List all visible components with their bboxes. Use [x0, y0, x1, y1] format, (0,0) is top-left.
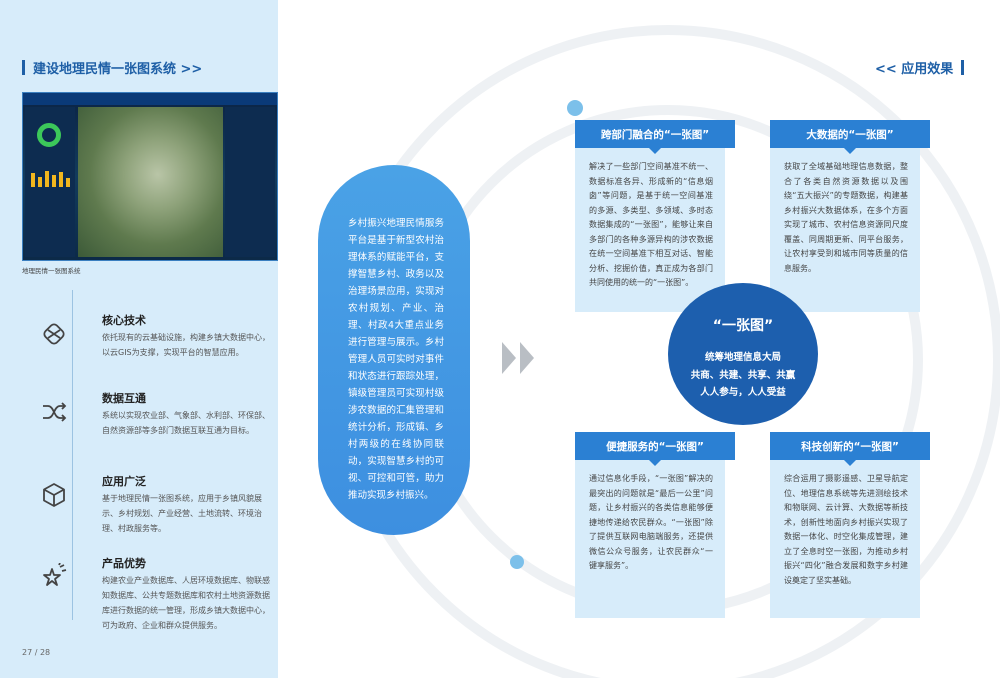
feature-title: 核心技术 — [102, 314, 146, 327]
decor-dot — [510, 555, 524, 569]
double-arrow-icon — [502, 342, 534, 374]
page-number: 27 / 28 — [22, 648, 51, 657]
left-section-title: 建设地理民情一张图系统 >> — [22, 58, 202, 77]
decor-dot — [567, 100, 583, 116]
right-title-text: << 应用效果 — [875, 62, 954, 77]
right-section-title: << 应用效果 — [875, 58, 965, 77]
card-title: 便捷服务的“一张图” — [575, 432, 735, 460]
center-title: “一张图” — [712, 318, 774, 334]
intro-text: 乡村振兴地理民情服务平台是基于新型农村治理体系的赋能平台，支撑智慧乡村、政务以及… — [348, 218, 444, 501]
card-title: 大数据的“一张图” — [770, 120, 930, 148]
star-burst-icon — [43, 563, 67, 586]
screenshot-topbar — [23, 93, 277, 105]
center-line: 人人参与，人人受益 — [700, 387, 786, 398]
screenshot-bar-chart — [31, 171, 70, 187]
intro-pill: 乡村振兴地理民情服务平台是基于新型农村治理体系的赋能平台，支撑智慧乡村、政务以及… — [318, 165, 470, 535]
center-circle: “一张图” 统筹地理信息大局 共商、共建、共享、共赢 人人参与，人人受益 — [668, 283, 818, 425]
feature-title: 应用广泛 — [102, 475, 146, 488]
left-title-text: 建设地理民情一张图系统 >> — [33, 62, 203, 77]
feature-title: 数据互通 — [102, 392, 146, 405]
card-tech-innovation: 科技创新的“一张图” 综合运用了摄影遥感、卫星导航定位、地理信息系统等先进测绘技… — [770, 432, 930, 618]
feature-desc: 构建农业产业数据库、人居环境数据库、物联感知数据库、公共专题数据库和农村土地资源… — [102, 576, 270, 630]
card-big-data: 大数据的“一张图” 获取了全域基础地理信息数据，整合了各类自然资源数据以及围绕“… — [770, 120, 930, 312]
screenshot-right-panel — [225, 107, 275, 257]
feature-divider — [72, 290, 73, 620]
feature-desc: 系统以实现农业部、气象部、水利部、环保部、自然资源部等多部门数据互联互通为目标。 — [102, 411, 270, 435]
screenshot-map — [78, 107, 223, 257]
screenshot-caption: 地理民情一张图系统 — [22, 267, 81, 275]
knot-icon — [43, 323, 65, 345]
shuffle-icon — [43, 402, 67, 422]
feature-title: 产品优势 — [102, 557, 146, 570]
card-convenient-service: 便捷服务的“一张图” 通过信息化手段，“一张图”解决的最突出的问题就是“最后一公… — [575, 432, 735, 618]
title-bar — [22, 60, 25, 75]
cube-icon — [43, 483, 65, 507]
system-screenshot — [22, 92, 278, 261]
card-body: 获取了全域基础地理信息数据，整合了各类自然资源数据以及围绕“五大振兴”的专题数据… — [784, 162, 908, 273]
card-body: 通过信息化手段，“一张图”解决的最突出的问题就是“最后一公里”问题，让乡村振兴的… — [589, 474, 713, 570]
title-bar — [961, 60, 965, 75]
card-title: 科技创新的“一张图” — [770, 432, 930, 460]
card-body: 解决了一些部门空间基准不统一、数据标准各异、形成新的“信息烟囱”等问题，是基于统… — [589, 162, 713, 287]
center-line: 共商、共建、共享、共赢 — [690, 370, 796, 381]
card-body: 综合运用了摄影遥感、卫星导航定位、地理信息系统等先进测绘技术和物联网、云计算、大… — [784, 474, 908, 585]
screenshot-donut-chart — [37, 123, 61, 147]
card-notch — [649, 148, 661, 154]
card-cross-department: 跨部门融合的“一张图” 解决了一些部门空间基准不统一、数据标准各异、形成新的“信… — [575, 120, 735, 312]
feature-desc: 基于地理民情一张图系统，应用于乡镇风貌展示、乡村规划、产业经营、土地流转、环境治… — [102, 494, 262, 533]
card-notch — [844, 148, 856, 154]
card-title: 跨部门融合的“一张图” — [575, 120, 735, 148]
card-notch — [844, 460, 856, 466]
card-notch — [649, 460, 661, 466]
center-line: 统筹地理信息大局 — [704, 352, 781, 363]
feature-desc: 依托现有的云基础设施，构建乡镇大数据中心，以云GIS为支撑，实现平台的智慧应用。 — [102, 333, 270, 357]
